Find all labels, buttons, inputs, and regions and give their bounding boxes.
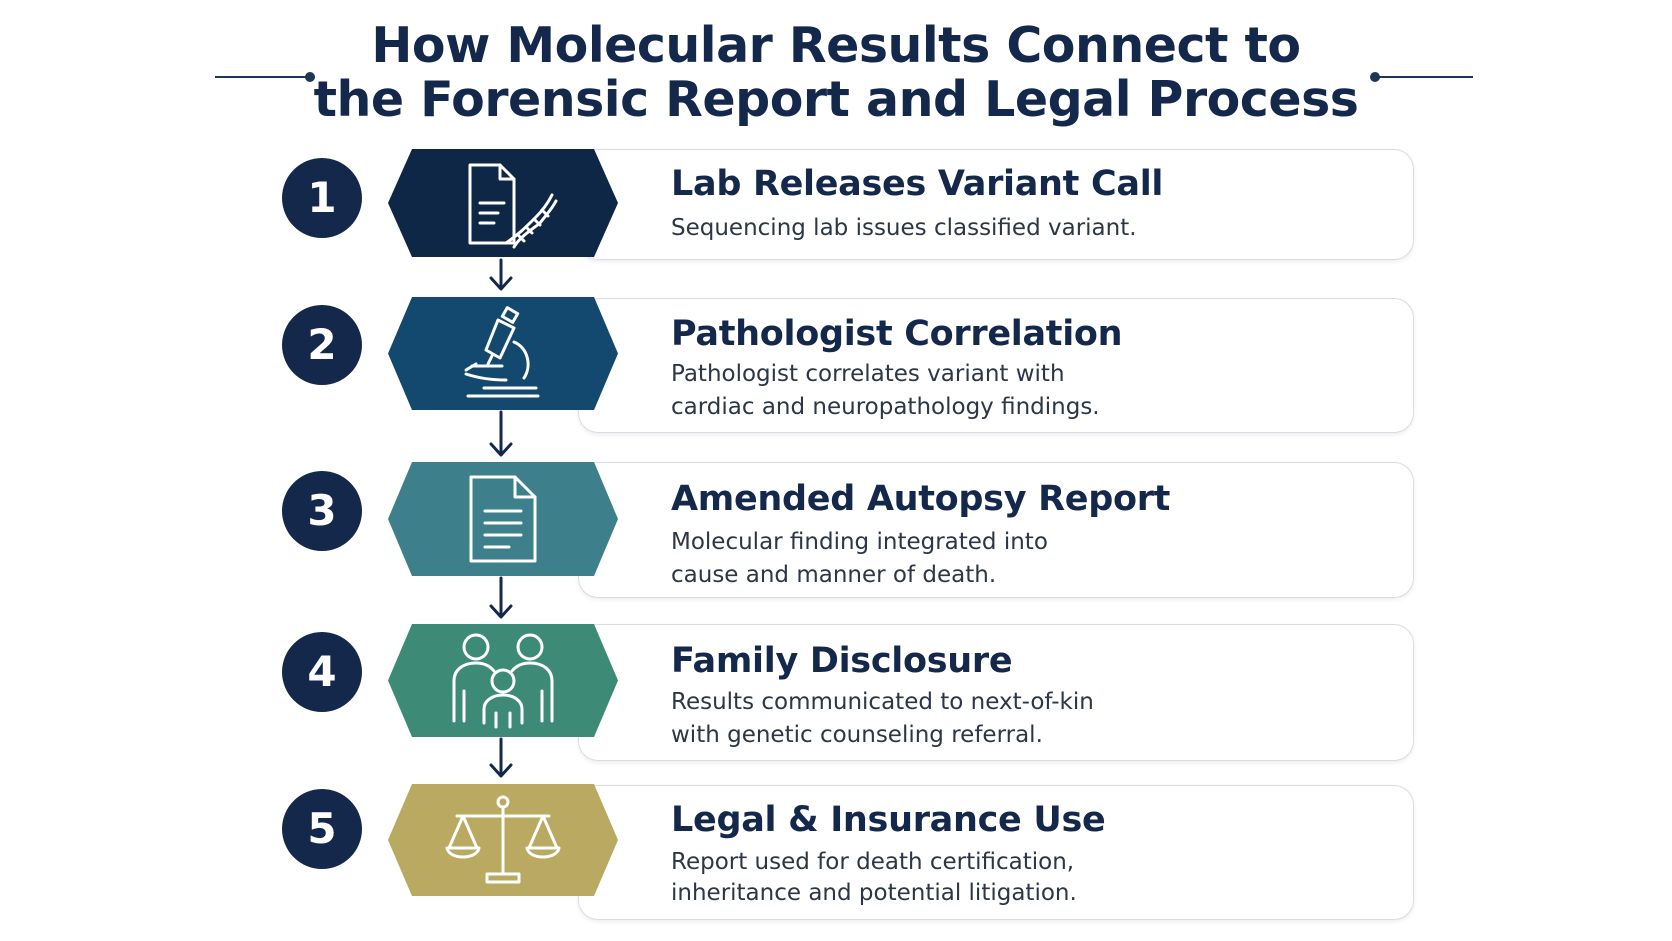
title-rule-left (215, 76, 315, 78)
step-hexagon (388, 462, 618, 576)
title-block: How Molecular Results Connect to the For… (0, 12, 1672, 132)
step-description-line-2: inheritance and potential litigation. (671, 880, 1077, 906)
title-rule-right (1375, 76, 1473, 78)
step-description-line-2: cause and manner of death. (671, 562, 997, 588)
step-description-line-1: Results communicated to next-of-kin (671, 689, 1094, 715)
step-title: Lab Releases Variant Call (671, 164, 1164, 204)
step-hexagon (388, 149, 618, 257)
title-dot-left (305, 72, 315, 82)
step-description-line-1: Molecular finding integrated into (671, 529, 1048, 555)
step-number-badge: 2 (282, 305, 362, 385)
step-card (578, 149, 1414, 260)
hexagon-shape (388, 462, 618, 576)
title-dot-right (1370, 72, 1380, 82)
step-description-line-1: Report used for death certification, (671, 849, 1075, 875)
document-icon (469, 475, 537, 563)
document-dna-icon (468, 163, 558, 249)
step-card (578, 298, 1414, 433)
step-number-badge: 3 (282, 471, 362, 551)
hexagon-shape (388, 624, 618, 737)
step-hexagon (388, 624, 618, 737)
step-number-badge: 5 (282, 789, 362, 869)
step-hexagon (388, 784, 618, 896)
step-title: Family Disclosure (671, 641, 1013, 681)
microscope-icon (464, 305, 540, 397)
step-description-line-1: Sequencing lab issues classified variant… (671, 215, 1137, 241)
step-description-line-2: with genetic counseling referral. (671, 722, 1043, 748)
page-title-line-2: the Forensic Report and Legal Process (313, 71, 1359, 128)
family-icon (452, 633, 554, 728)
step-description-line-2: cardiac and neuropathology findings. (671, 394, 1100, 420)
flow-arrow-3-4 (489, 576, 513, 619)
step-title: Amended Autopsy Report (671, 479, 1171, 519)
step-title: Pathologist Correlation (671, 314, 1123, 354)
step-description-line-1: Pathologist correlates variant with (671, 361, 1065, 387)
flow-arrow-2-3 (489, 410, 513, 457)
page-title-line-1: How Molecular Results Connect to (371, 17, 1301, 74)
step-card (578, 624, 1414, 761)
step-card (578, 462, 1414, 598)
flow-arrow-4-5 (489, 737, 513, 778)
step-title: Legal & Insurance Use (671, 800, 1106, 840)
step-number-badge: 4 (282, 632, 362, 712)
scales-icon (445, 795, 561, 884)
step-number-badge: 1 (282, 158, 362, 238)
step-hexagon (388, 297, 618, 410)
step-card (578, 785, 1414, 920)
flow-arrow-1-2 (489, 258, 513, 291)
